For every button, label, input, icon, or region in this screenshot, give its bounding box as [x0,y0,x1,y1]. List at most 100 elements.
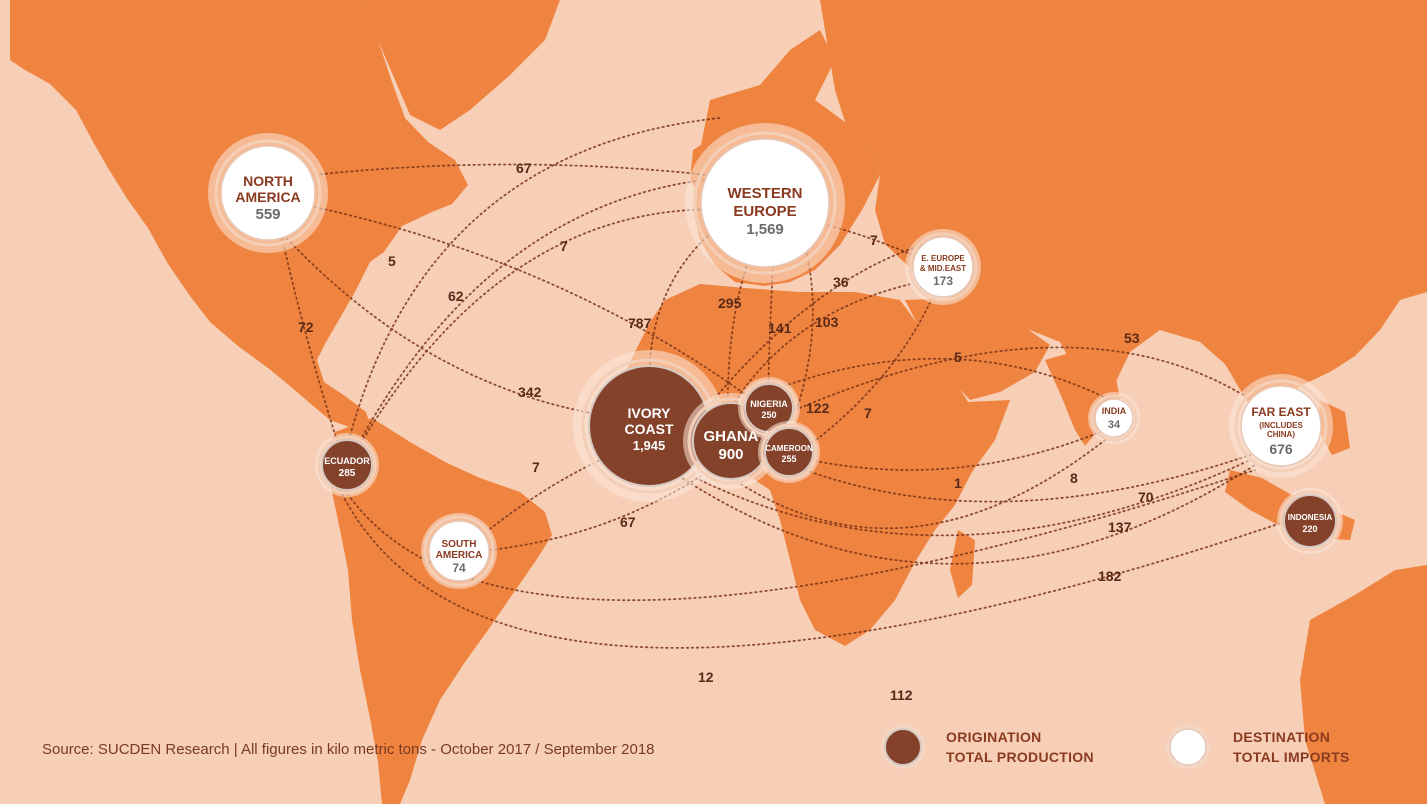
origin-indonesia: INDONESIA 220 [1277,488,1343,554]
legend-destination: DESTINATION TOTAL IMPORTS [1166,725,1350,769]
flow-label: 67 [516,160,532,176]
bubble-value: 676 [1269,441,1293,457]
bubble-value: 285 [339,468,356,479]
bubble-label: COAST [625,421,674,437]
origin-cameroon: CAMEROON 255 [758,421,820,483]
flow-label: 72 [298,319,314,335]
flow-ecuador-we [344,117,721,456]
flow-label: 67 [620,514,636,530]
destination-e-europe-mid-east: E. EUROPE & MID.EAST 173 [905,229,981,305]
flow-ghana-india [719,439,1106,530]
flow-cameroon-ee [799,279,941,453]
legend-dest-swatch [1169,728,1207,766]
bubble-value: 173 [933,274,953,288]
origin-ivory-coast: IVORY COAST 1,945 [573,350,725,502]
bubble-value: 250 [761,410,776,420]
flow-na-ecuador [281,237,346,466]
bubble-value: 255 [781,454,796,464]
destination-india: INDIA 34 [1088,392,1140,444]
bubble-value: 1,569 [746,221,784,238]
legend-destination-title: DESTINATION [1233,729,1330,745]
bubble-label: ECUADOR [324,456,370,466]
bubble-label: GHANA [704,428,759,445]
bubble-label: EUROPE [733,203,796,220]
flow-label: 1 [954,475,962,491]
bubble-value: 900 [718,446,743,463]
flow-label: 7 [864,405,872,421]
flow-label: 53 [1124,330,1140,346]
flow-ecuador-we-2 [354,177,721,451]
flow-label: 112 [890,687,913,703]
bubble-label: & MID.EAST [920,264,966,273]
flow-label: 342 [518,384,542,400]
bubble-label: NORTH [243,173,293,189]
flow-label: 7 [532,459,540,475]
flow-label: 12 [698,669,714,685]
bubble-label: NIGERIA [750,399,788,409]
flow-na-nigeria [269,197,761,406]
destination-south-america: SOUTH AMERICA 74 [421,513,497,589]
bubble-label: INDONESIA [1288,513,1333,522]
flow-labels: 67 7 5 62 72 342 787 295 141 103 36 7 12… [298,160,1154,703]
flow-nigeria-india [759,357,1111,401]
bubble-value: 34 [1108,419,1121,431]
legend-origin-swatch [884,728,922,766]
flow-label: 8 [1070,470,1078,486]
destination-western-europe: WESTERN EUROPE 1,569 [685,123,845,283]
flow-ivory-fe [669,464,1256,565]
land-arabia [905,298,1050,400]
flow-label: 141 [768,320,792,336]
bubble-label: AMERICA [235,189,300,205]
legend-origination-title: ORIGINATION [946,729,1042,745]
origin-ecuador: ECUADOR 285 [315,433,379,497]
bubble-label: CHINA) [1267,430,1295,439]
legend-origination-subtitle: TOTAL PRODUCTION [946,749,1094,765]
flow-ivory-ee [704,239,941,411]
bubble-label: SOUTH [442,539,477,550]
flow-cameroon-fe [804,454,1251,503]
destination-far-east: FAR EAST (INCLUDES CHINA) 676 [1229,374,1333,478]
flow-nigeria-fe [794,346,1281,421]
flow-ghana-fe [699,459,1251,537]
bubble-value: 74 [452,561,466,575]
flow-label: 62 [448,288,464,304]
bubble-value: 559 [255,206,280,223]
bubble-label: INDIA [1102,406,1127,416]
legend: ORIGINATION TOTAL PRODUCTION DESTINATION… [881,725,1350,769]
land-japan [1360,150,1392,258]
bubble-label: WESTERN [728,185,803,202]
flow-cameroon-we [789,229,814,431]
bubble-label: CAMEROON [765,444,813,453]
flow-label: 137 [1108,519,1132,535]
flow-label: 7 [870,232,878,248]
flow-label: 103 [815,314,839,330]
bubble-label: E. EUROPE [921,254,965,263]
flow-label: 5 [388,253,396,269]
bubble-value: 1,945 [633,438,666,453]
source-note: Source: SUCDEN Research | All figures in… [42,741,655,758]
flow-label: 295 [718,295,742,311]
flow-label: 122 [806,400,830,416]
bubble-label: (INCLUDES [1259,421,1303,430]
flow-sa-ghana [489,459,726,551]
bubble-value: 220 [1302,524,1317,534]
land-asia [820,0,1427,426]
land-greenland [360,0,560,130]
flow-label: 36 [833,274,849,290]
bubble-label: IVORY [627,405,671,421]
bubble-label: FAR EAST [1251,405,1311,419]
flow-ecuador-indonesia [339,489,1291,649]
flow-label: 182 [1098,568,1122,584]
land-australia [1300,565,1427,804]
flow-label: 5 [954,349,962,365]
destination-north-america: NORTH AMERICA 559 [208,133,328,253]
land-south-america [325,418,552,804]
flow-label: 70 [1138,489,1154,505]
flow-label: 787 [628,315,652,331]
flow-cameroon-india [809,429,1106,471]
legend-destination-subtitle: TOTAL IMPORTS [1233,749,1350,765]
flow-label: 7 [560,238,568,254]
flow-ecuador-fe [344,469,1256,602]
